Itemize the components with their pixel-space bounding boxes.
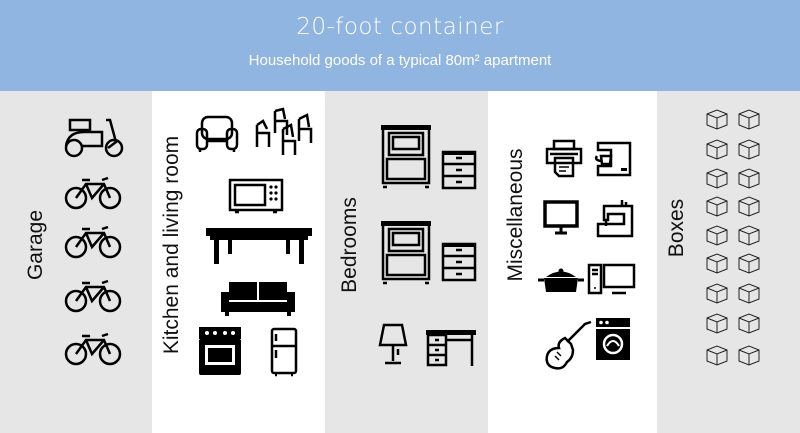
scooter-icon — [62, 118, 124, 158]
box-icon — [737, 224, 761, 246]
monitor-icon — [543, 200, 579, 235]
washing-machine-icon — [596, 318, 630, 360]
bed-icon — [381, 125, 431, 189]
bicycle-icon — [64, 225, 122, 259]
dresser-icon — [441, 150, 477, 191]
section-label-bedrooms: Bedrooms — [338, 197, 361, 293]
box-icon — [705, 167, 729, 189]
box-icon — [705, 282, 729, 304]
bicycle-icon — [64, 332, 122, 366]
box-icon — [737, 138, 761, 160]
box-icon — [705, 108, 729, 130]
sofa-icon — [221, 280, 295, 316]
box-icon — [737, 195, 761, 217]
fridge-icon — [270, 327, 298, 377]
box-icon — [737, 282, 761, 304]
armchair-icon — [195, 115, 239, 153]
section-label-miscellaneous: Miscellaneous — [504, 148, 527, 282]
bed-icon — [381, 221, 431, 285]
cooking-pot-icon — [538, 268, 584, 294]
box-icon — [737, 344, 761, 366]
lamp-icon — [378, 323, 408, 365]
box-icon — [705, 312, 729, 334]
coffee-machine-icon — [594, 141, 632, 177]
header-banner: 20-foot container Household goods of a t… — [0, 0, 800, 91]
box-icon — [737, 252, 761, 274]
stove-icon — [199, 327, 241, 375]
box-icon — [737, 108, 761, 130]
page-title: 20-foot container — [296, 14, 504, 40]
box-icon — [705, 224, 729, 246]
guitar-icon — [543, 320, 593, 370]
section-label-garage: Garage — [24, 209, 47, 281]
box-icon — [705, 252, 729, 274]
box-icon — [705, 344, 729, 366]
printer-icon — [545, 139, 583, 178]
box-icon — [705, 138, 729, 160]
box-icon — [737, 312, 761, 334]
chairs-icon — [247, 107, 315, 157]
bicycle-icon — [64, 176, 122, 210]
bicycle-icon — [64, 279, 122, 313]
dresser-icon — [441, 242, 477, 283]
section-garage — [0, 91, 152, 433]
box-icon — [705, 195, 729, 217]
sewing-machine-icon — [596, 198, 636, 238]
box-icon — [737, 167, 761, 189]
microwave-icon — [228, 178, 284, 214]
computer-icon — [587, 263, 636, 296]
table-icon — [206, 228, 312, 264]
desk-icon — [426, 330, 476, 367]
section-label-kitchen: Kitchen and living room — [160, 135, 183, 355]
section-boxes — [657, 91, 800, 433]
page-subtitle: Household goods of a typical 80m² apartm… — [248, 52, 552, 69]
section-label-boxes: Boxes — [665, 198, 688, 258]
